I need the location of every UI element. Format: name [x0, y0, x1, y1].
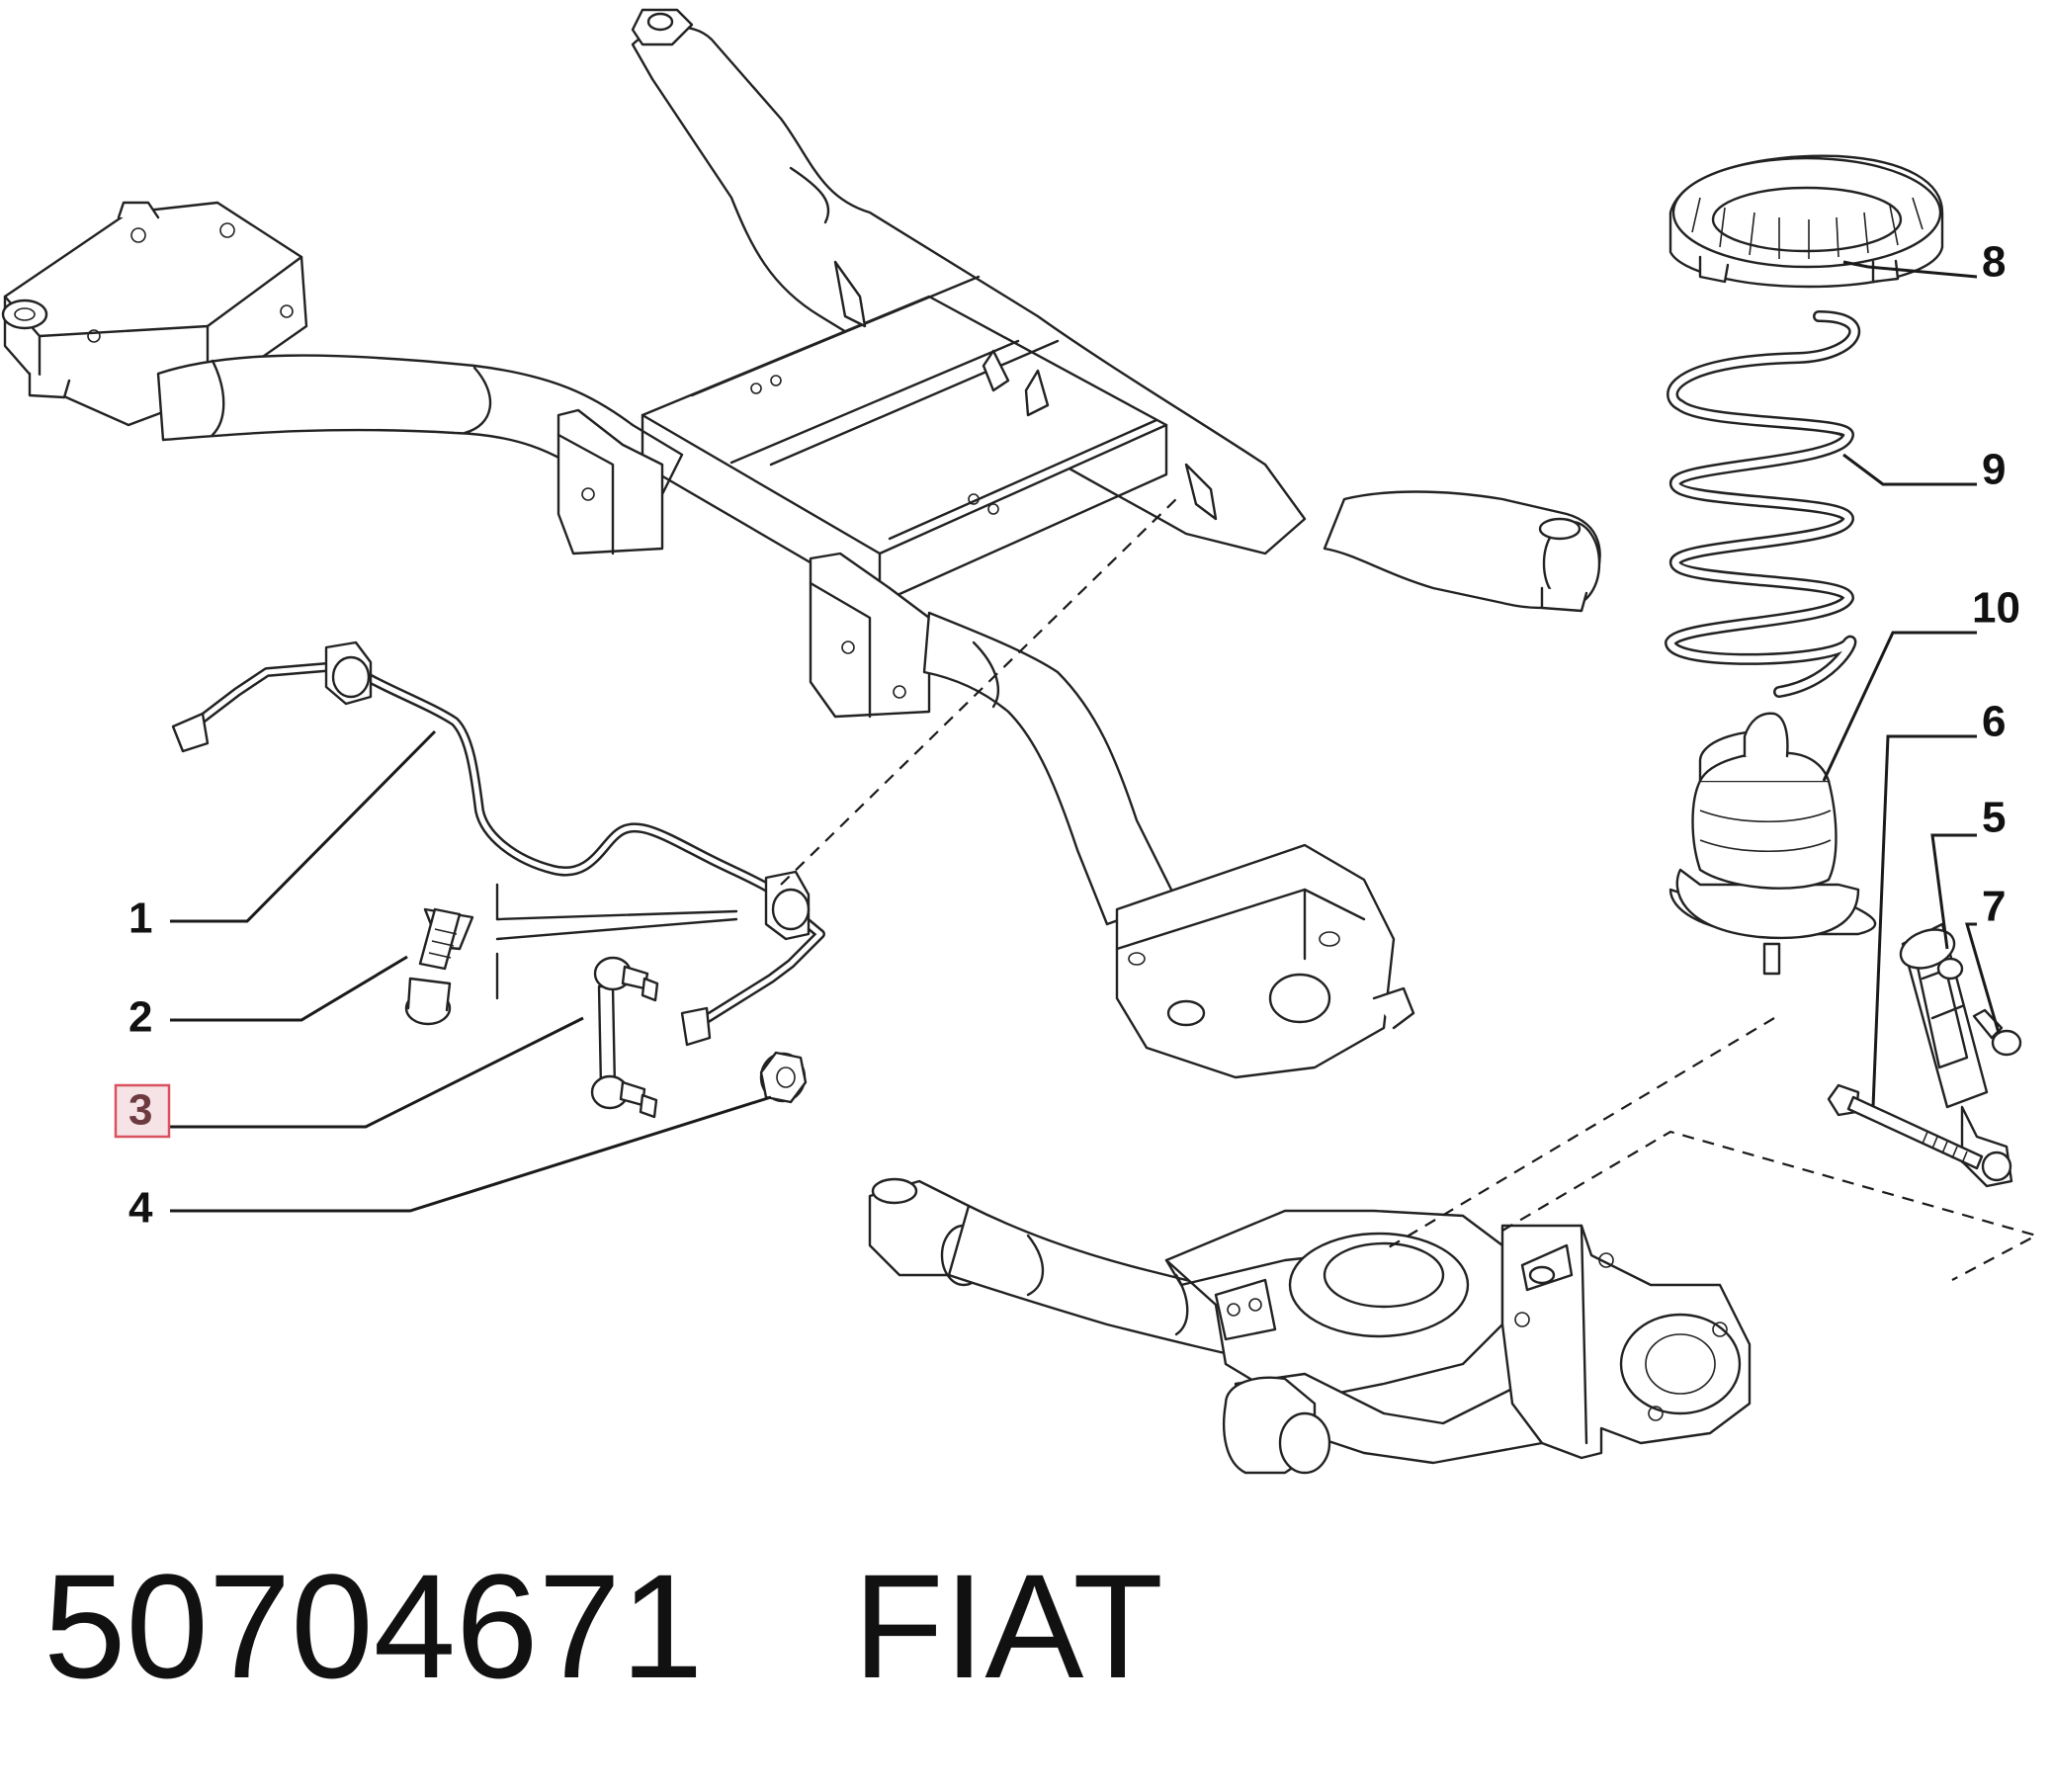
rear-axle-beam — [868, 1177, 1752, 1475]
callout-10[interactable]: 10 — [1972, 584, 2020, 633]
spring-seat-8 — [1668, 154, 1944, 289]
callout-7[interactable]: 7 — [1982, 883, 2006, 931]
callout-8[interactable]: 8 — [1982, 238, 2006, 287]
grouping-bracket — [495, 883, 738, 1000]
part-number: 50704671 — [43, 1543, 704, 1709]
brand-name: FIAT — [853, 1543, 1163, 1709]
anti-roll-bar — [171, 640, 825, 1047]
nut-4 — [759, 1051, 808, 1104]
assembly-lines — [780, 493, 2039, 1281]
callout-5[interactable]: 5 — [1982, 794, 2006, 842]
stabilizer-link-3 — [590, 956, 659, 1119]
callout-3-highlight — [114, 1083, 171, 1139]
bolt-2 — [404, 907, 474, 1026]
callout-2[interactable]: 2 — [128, 993, 152, 1042]
bolt-7 — [1972, 1008, 2022, 1057]
bolt-6 — [1827, 1083, 1984, 1170]
rear-subframe — [1, 8, 1601, 1079]
callout-1[interactable]: 1 — [128, 895, 152, 943]
bump-stop-10 — [1668, 712, 1877, 976]
callouts: 1 2 3 4 5 6 7 8 9 10 — [114, 238, 2020, 1233]
shock-absorber-5 — [1899, 922, 2013, 1188]
footer-caption: 50704671 FIAT — [43, 1552, 1163, 1700]
callout-9[interactable]: 9 — [1982, 446, 2006, 494]
callout-3[interactable]: 3 — [128, 1086, 152, 1135]
leader-lines — [170, 260, 2001, 1213]
coil-spring-9 — [1665, 310, 1861, 698]
callout-4[interactable]: 4 — [128, 1184, 153, 1233]
callout-6[interactable]: 6 — [1982, 698, 2006, 746]
